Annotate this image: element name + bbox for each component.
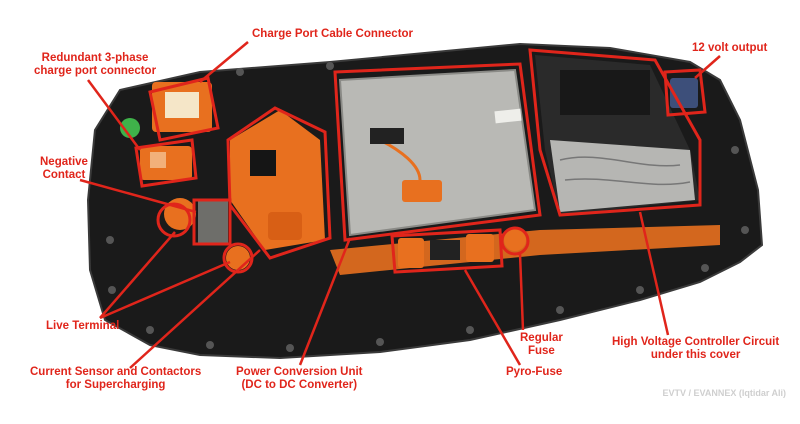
label-hv-line2: under this cover bbox=[650, 349, 741, 361]
label-regular-line1: Regular bbox=[520, 332, 563, 344]
photo-credit: EVTV / EVANNEX (Iqtidar Ali) bbox=[662, 388, 786, 398]
label-current-sensor: Current Sensor and Contactors for Superc… bbox=[30, 366, 201, 392]
live-terminal-stud bbox=[226, 246, 250, 270]
label-hv-line1: High Voltage Controller Circuit bbox=[612, 336, 780, 348]
housing-bolts bbox=[106, 62, 749, 352]
label-redundant-connector: Redundant 3-phase charge port connector bbox=[34, 52, 156, 78]
pyro-fuse-body bbox=[398, 238, 424, 268]
label-negative-contact: Negative Contact bbox=[40, 156, 88, 182]
label-current-sensor-line2: for Supercharging bbox=[65, 379, 166, 391]
label-12-volt-output: 12 volt output bbox=[692, 42, 768, 54]
label-redundant-line1: Redundant 3-phase bbox=[41, 52, 149, 64]
label-negative-line1: Negative bbox=[40, 156, 88, 168]
label-regular-line2: Fuse bbox=[527, 345, 555, 357]
label-pyro-fuse: Pyro-Fuse bbox=[506, 366, 563, 378]
label-negative-line2: Contact bbox=[42, 169, 86, 181]
label-redundant-line2: charge port connector bbox=[34, 65, 157, 77]
label-current-sensor-line1: Current Sensor and Contactors bbox=[30, 366, 202, 378]
negative-contact-stud bbox=[164, 198, 196, 230]
label-hv-controller: High Voltage Controller Circuit under th… bbox=[612, 336, 779, 362]
regular-fuse-body bbox=[504, 229, 526, 251]
label-pcu-line2: (DC to DC Converter) bbox=[241, 379, 358, 391]
label-charge-port-cable-connector: Charge Port Cable Connector bbox=[252, 28, 414, 40]
leader-lines bbox=[79, 41, 721, 369]
highlight-outlines bbox=[134, 48, 707, 274]
label-regular-fuse: Regular Fuse bbox=[520, 332, 563, 358]
pcu-metal-cover bbox=[338, 68, 537, 237]
label-power-conversion-unit: Power Conversion Unit (DC to DC Converte… bbox=[236, 366, 363, 392]
label-live-terminal: Live Terminal bbox=[46, 320, 120, 332]
pcu-orange-plug bbox=[402, 180, 442, 202]
label-pcu-line1: Power Conversion Unit bbox=[236, 366, 363, 378]
